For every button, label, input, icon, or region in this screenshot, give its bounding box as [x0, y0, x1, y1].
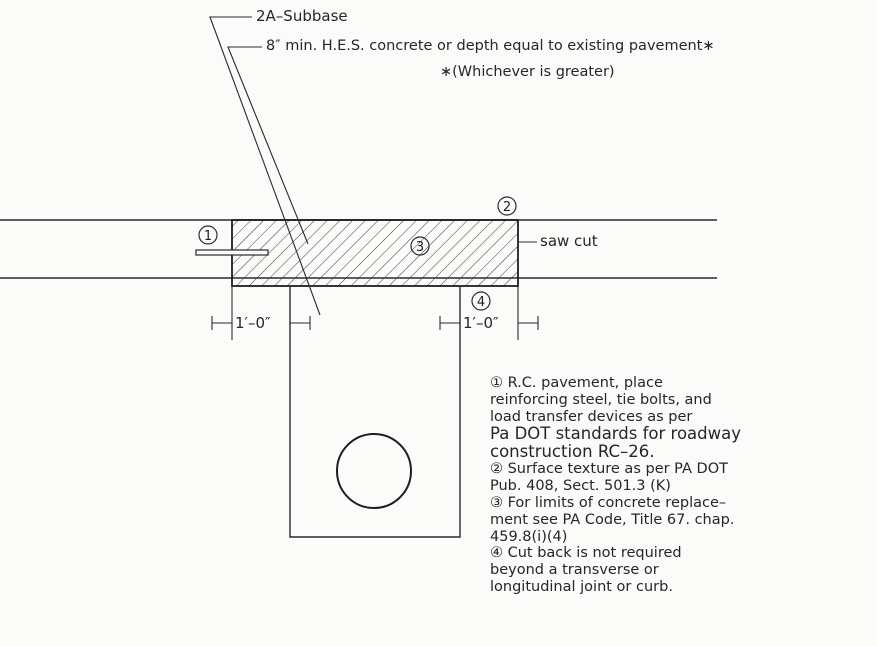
reinforcing-bar: [195, 249, 269, 256]
marker-3: 3: [416, 240, 424, 255]
concrete-patch: [231, 219, 519, 287]
dimension-left: [211, 286, 311, 340]
note-line: Pub. 408, Sect. 501.3 (K): [490, 478, 671, 495]
pipe: [336, 433, 412, 509]
marker-3-circle: [410, 236, 430, 256]
leader-concrete: [227, 46, 309, 245]
marker-4-circle: [471, 291, 491, 311]
note-line: 459.8(i)(4): [490, 528, 568, 545]
marker-2-circle: [497, 196, 517, 216]
concrete-depth-label: 8″ min. H.E.S. concrete or depth equal t…: [266, 38, 715, 54]
trench-outline: [289, 286, 461, 538]
note-line: reinforcing steel, tie bolts, and: [490, 391, 712, 408]
whichever-label: ∗(Whichever is greater): [440, 64, 615, 80]
dimension-left-text: 1′–0″: [235, 314, 271, 332]
note-line: longitudinal joint or curb.: [490, 578, 673, 595]
note-line: beyond a transverse or: [490, 562, 659, 579]
note-line: Pa DOT standards for roadway: [490, 424, 742, 444]
note-line: ① R.C. pavement, place: [490, 375, 663, 391]
note-line: load transfer devices as per: [490, 408, 693, 425]
note-line: ② Surface texture as per PA DOT: [490, 461, 728, 478]
note-line: ④ Cut back is not required: [490, 545, 682, 562]
marker-4: 4: [477, 295, 485, 310]
note-line: construction RC–26.: [490, 442, 655, 462]
note-line: ③ For limits of concrete replace–: [490, 494, 727, 511]
note-line: ment see PA Code, Title 67. chap.: [490, 511, 735, 528]
marker-2: 2: [503, 200, 511, 215]
leader-subbase: [209, 16, 321, 316]
dimension-right-text: 1′–0″: [463, 314, 499, 332]
dimension-right: [439, 286, 539, 340]
saw-cut-label: saw cut: [540, 232, 598, 250]
subbase-label: 2A–Subbase: [256, 7, 348, 25]
marker-1: 1: [204, 229, 212, 244]
marker-1-circle: [198, 225, 218, 245]
